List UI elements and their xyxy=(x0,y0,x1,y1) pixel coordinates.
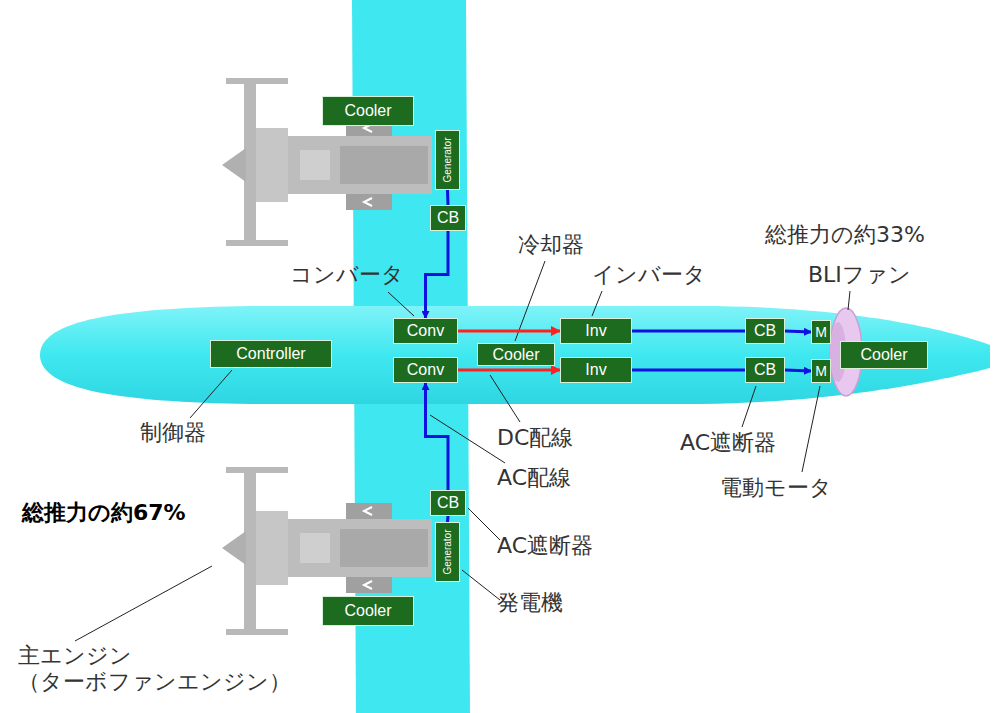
component-box: M xyxy=(811,320,831,344)
main-engine xyxy=(222,467,432,635)
box-text: Cooler xyxy=(344,103,391,119)
component-box: CB xyxy=(745,318,785,344)
box-text: CB xyxy=(754,323,776,339)
callout-label: AC遮断器 xyxy=(680,430,776,456)
component-box: CB xyxy=(430,490,466,516)
ac-wire xyxy=(426,231,449,318)
dc-wire xyxy=(458,369,560,372)
box-text: Generator xyxy=(443,529,453,574)
callout-label: AC遮断器 xyxy=(497,533,593,559)
box-text: CB xyxy=(437,210,459,226)
box-text: M xyxy=(815,364,827,378)
component-box: Conv xyxy=(393,318,458,344)
component-box: Inv xyxy=(560,318,632,344)
box-text: Controller xyxy=(236,346,305,362)
box-text: Generator xyxy=(443,137,453,182)
component-box: Inv xyxy=(560,357,632,383)
callout-label: AC配線 xyxy=(497,465,571,491)
box-text: Cooler xyxy=(492,347,539,363)
component-box: Generator xyxy=(435,522,460,582)
box-text: Cooler xyxy=(344,603,391,619)
ac-wire xyxy=(632,369,745,372)
component-box: CB xyxy=(430,205,466,231)
callout-label: 総推力の約33% xyxy=(765,222,925,248)
component-box: Controller xyxy=(210,340,332,368)
component-box: Cooler xyxy=(322,596,414,626)
component-box: Conv xyxy=(393,357,458,383)
box-text: Cooler xyxy=(860,347,907,363)
ac-wire xyxy=(632,330,745,333)
box-text: M xyxy=(815,325,827,339)
callout-label: 主エンジン （ターボファンエンジン） xyxy=(18,643,318,696)
dc-wire xyxy=(458,330,560,333)
ac-wire xyxy=(446,190,450,205)
component-box: Generator xyxy=(435,130,460,190)
ac-wire xyxy=(426,383,449,490)
callout-label: 冷却器 xyxy=(518,232,584,258)
component-box: M xyxy=(811,359,831,383)
ac-wire xyxy=(785,331,811,332)
box-text: Conv xyxy=(407,323,444,339)
component-box: Cooler xyxy=(322,96,414,126)
component-box: Cooler xyxy=(840,341,928,369)
box-text: CB xyxy=(437,495,459,511)
callout-label: BLIファン xyxy=(808,262,911,288)
component-box: Cooler xyxy=(477,343,555,366)
callout-label: 発電機 xyxy=(497,590,563,616)
box-text: Inv xyxy=(585,362,606,378)
callout-label: 電動モータ xyxy=(720,475,832,501)
callout-label: 制御器 xyxy=(140,420,206,446)
leader-lines xyxy=(75,261,850,641)
callout-label: インバータ xyxy=(592,262,706,288)
callout-label: DC配線 xyxy=(497,425,573,451)
callout-label: コンバータ xyxy=(290,262,404,288)
thrust-note: 総推力の約67% xyxy=(22,500,186,526)
box-text: Conv xyxy=(407,362,444,378)
fuselage xyxy=(40,306,990,404)
box-text: CB xyxy=(754,362,776,378)
ac-wire xyxy=(785,370,811,371)
main-engine xyxy=(222,78,432,246)
box-text: Inv xyxy=(585,323,606,339)
component-box: CB xyxy=(745,357,785,383)
